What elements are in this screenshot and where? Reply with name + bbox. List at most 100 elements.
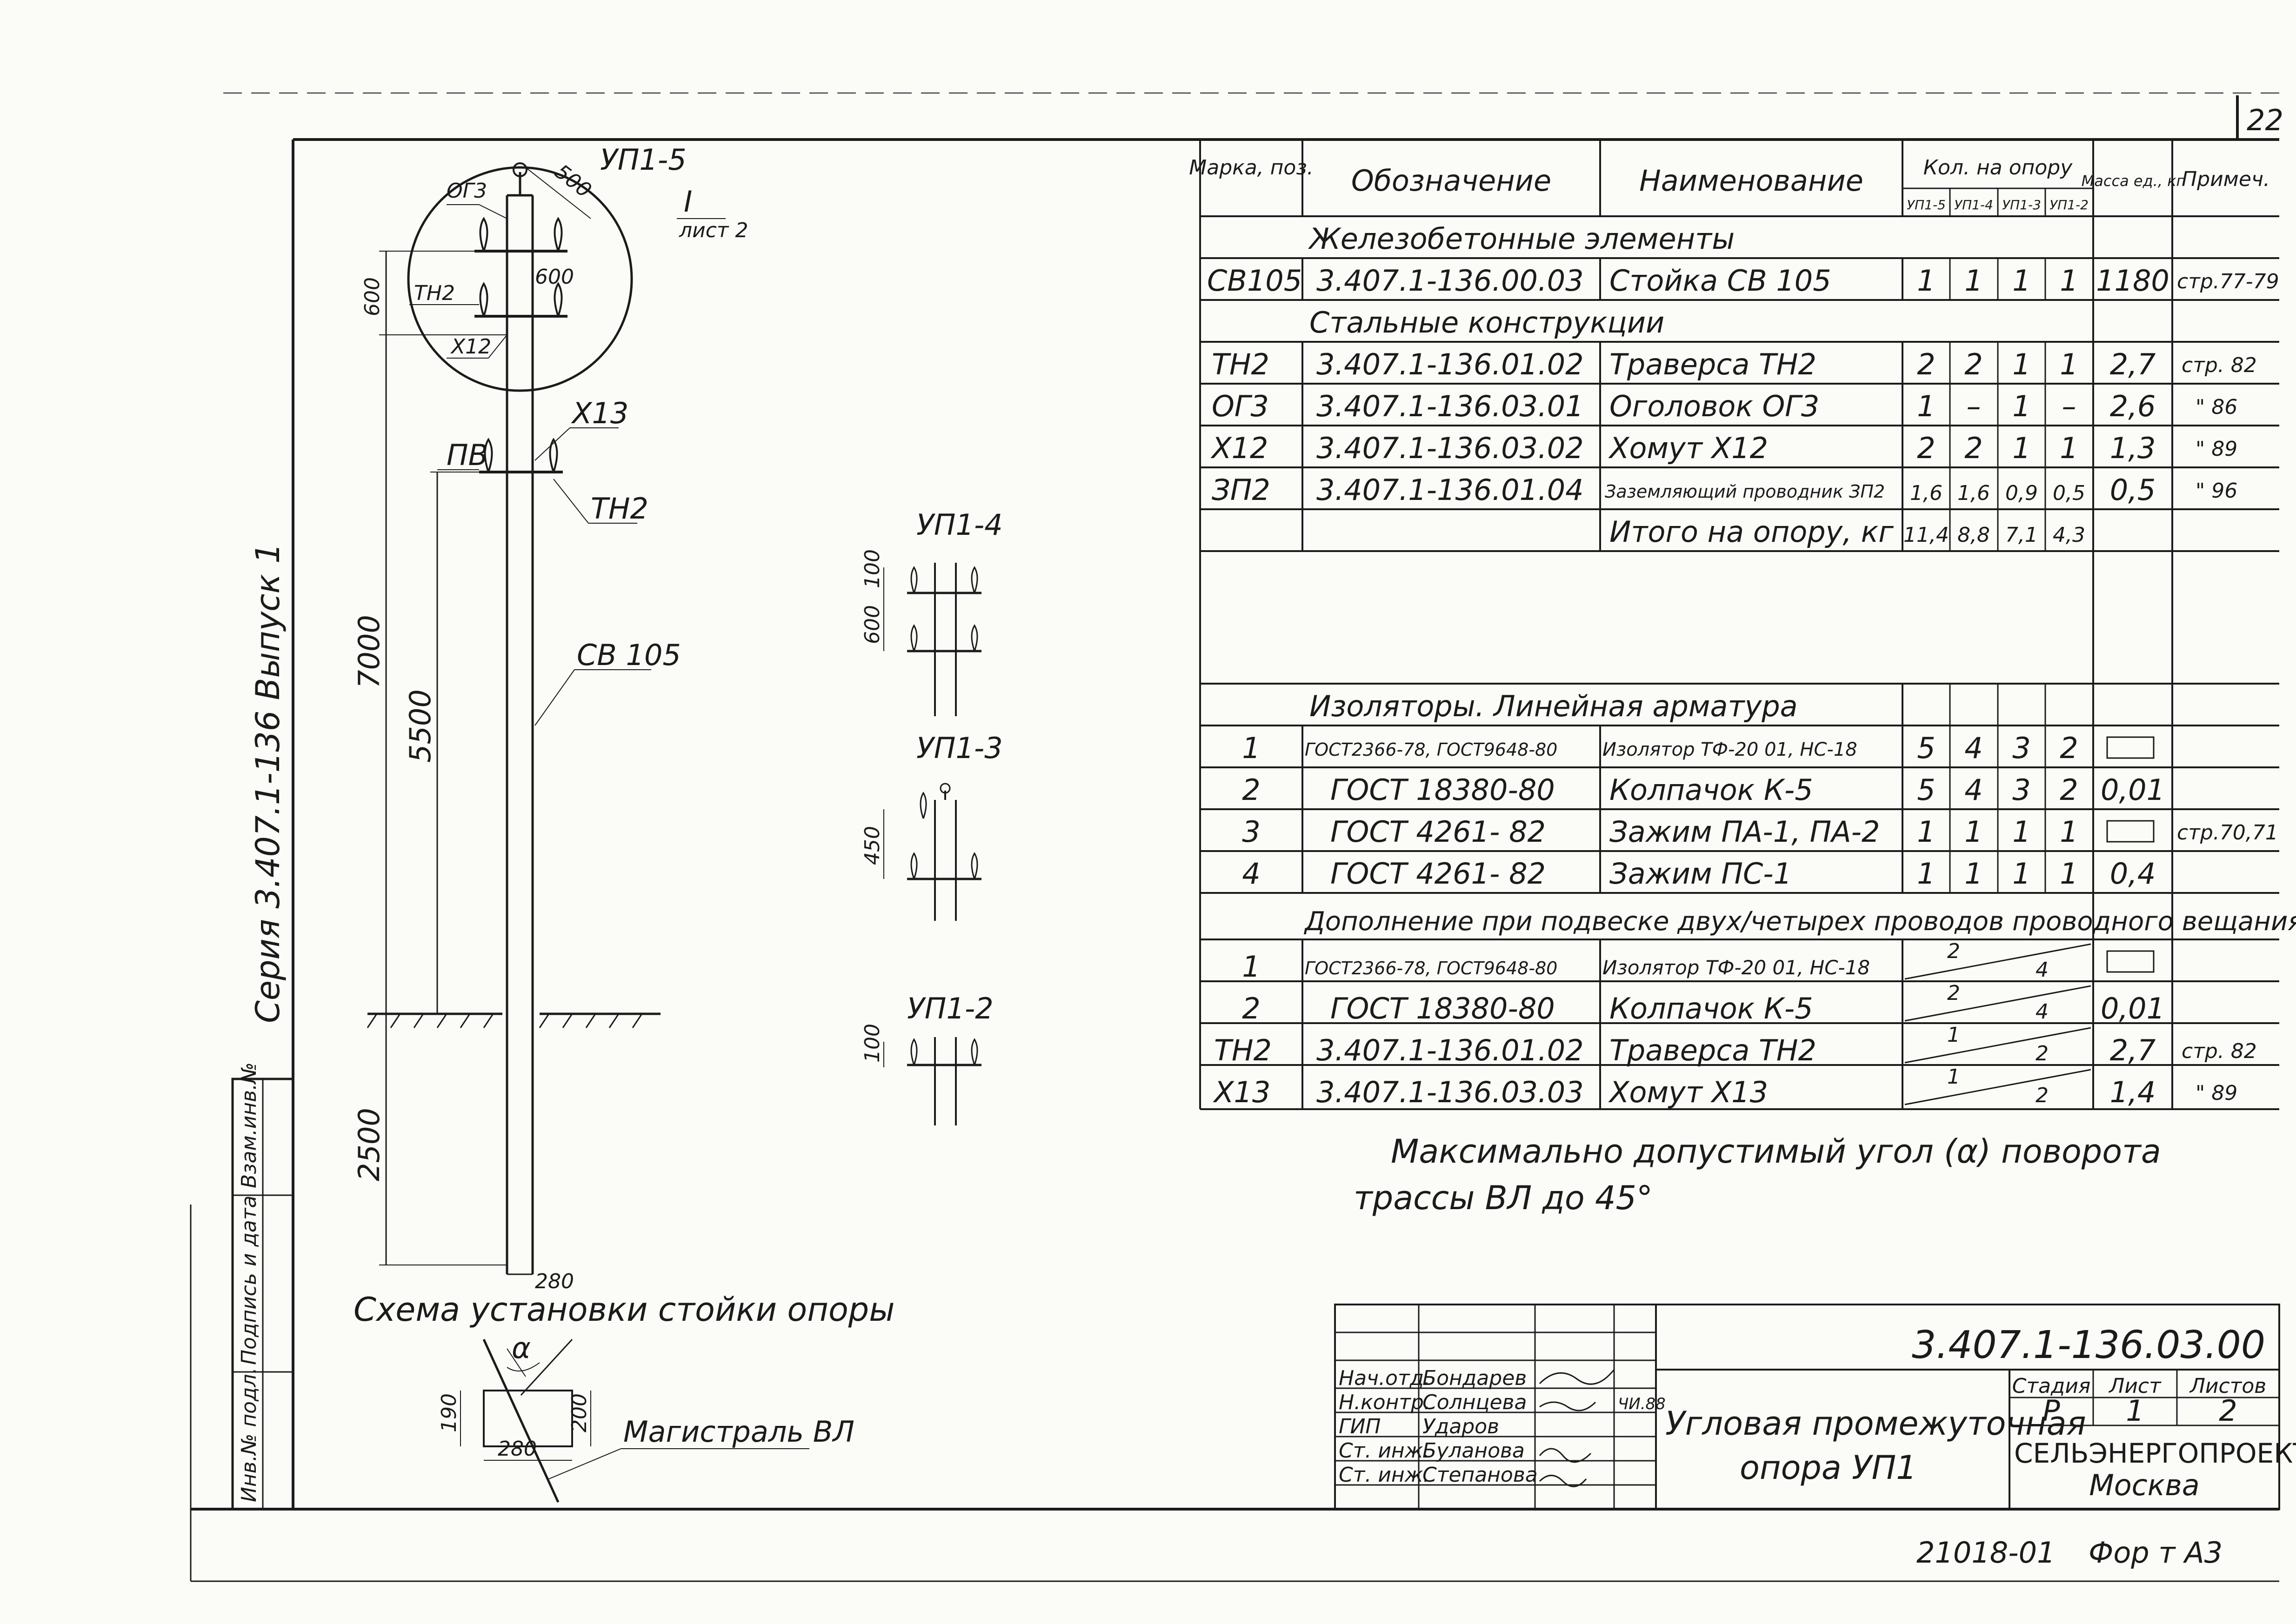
svg-text:2: 2 [1947, 981, 1960, 1005]
signature-marks [1539, 1369, 1615, 1487]
tb-role: Н.контр. [1339, 1391, 1430, 1414]
tb-sheets: 2 [2219, 1394, 2237, 1428]
svg-text:Траверса ТН2: Траверса ТН2 [1609, 1033, 1816, 1067]
svg-text:2: 2 [2060, 731, 2078, 765]
svg-text:3.407.1-136.01.04: 3.407.1-136.01.04 [1316, 473, 1584, 507]
svg-text:2: 2 [1964, 347, 1982, 381]
svg-text:3.407.1-136.01.02: 3.407.1-136.01.02 [1316, 1033, 1584, 1067]
spec-table-grid [1199, 140, 2279, 1110]
svg-text:3.407.1-136.00.03: 3.407.1-136.00.03 [1316, 264, 1584, 298]
svg-text:стр. 82: стр. 82 [2182, 353, 2257, 377]
dim-500: 500 [550, 160, 596, 202]
svg-text:Х13: Х13 [1213, 1075, 1270, 1109]
th-qty-col-1: УП1-5 [1907, 197, 1946, 213]
svg-text:1: 1 [1917, 264, 1935, 298]
svg-text:2: 2 [2060, 773, 2078, 807]
svg-text:1: 1 [1917, 389, 1935, 423]
variant-up1-3-dim-a: 450 [861, 826, 884, 865]
svg-text:3: 3 [2012, 773, 2030, 807]
svg-text:1: 1 [1964, 857, 1982, 891]
dim-190: 190 [437, 1393, 461, 1432]
svg-text:ГОСТ 4261- 82: ГОСТ 4261- 82 [1330, 857, 1546, 891]
svg-text:1,4: 1,4 [2110, 1075, 2156, 1109]
svg-text:1: 1 [1964, 264, 1982, 298]
table-row: Х13 3.407.1-136.03.03 Хомут Х13 1 2 1,4 … [1213, 1065, 2237, 1109]
label-cv105: СВ 105 [577, 638, 681, 672]
svg-text:–: – [1967, 389, 1981, 423]
stamp-inv-no: Инв.№ подл. [237, 1367, 261, 1502]
tb-person: Солнцева [1422, 1391, 1527, 1414]
variant-up1-4-dim-a: 100 [861, 549, 884, 588]
variant-label-up1-4: УП1-4 [916, 508, 1003, 542]
svg-text:4: 4 [2036, 1000, 2049, 1024]
svg-text:2: 2 [1947, 939, 1960, 963]
tb-sheets-label: Листов [2189, 1374, 2266, 1398]
svg-text:1: 1 [2012, 431, 2030, 465]
svg-text:1: 1 [2012, 857, 2030, 891]
svg-text:1: 1 [2012, 264, 2030, 298]
svg-text:4: 4 [1964, 773, 1982, 807]
svg-text:1: 1 [2060, 431, 2078, 465]
svg-text:2: 2 [1242, 992, 1260, 1025]
svg-text:1180: 1180 [2096, 264, 2169, 298]
label-og3: ОГ3 [447, 179, 487, 203]
tb-role: ГИП [1339, 1415, 1381, 1438]
svg-text:Колпачок К-5: Колпачок К-5 [1609, 773, 1813, 807]
svg-text:ГОСТ2366-78, ГОСТ9648-80: ГОСТ2366-78, ГОСТ9648-80 [1305, 958, 1557, 978]
tb-organization: СЕЛЬЭНЕРГОПРОЕКТ [2014, 1438, 2296, 1469]
svg-text:0,5: 0,5 [2053, 481, 2085, 505]
title-code: 3.407.1-136.03.00 [1912, 1323, 2265, 1367]
svg-text:0,4: 0,4 [2110, 857, 2156, 891]
tb-city: Москва [2089, 1468, 2200, 1502]
svg-text:2,7: 2,7 [2110, 347, 2156, 381]
stamp-replacement-inv: Взам.инв.№ [237, 1062, 261, 1188]
title-block: 3.407.1-136.03.00 Нач.отд. Бондарев Н.ко… [1334, 1304, 2296, 1510]
svg-text:1: 1 [2012, 815, 2030, 849]
svg-text:Изолятор ТФ-20 01, НС-18: Изолятор ТФ-20 01, НС-18 [1602, 956, 1870, 979]
svg-text:" 96: " 96 [2196, 479, 2237, 503]
th-mark: Марка, поз. [1189, 156, 1313, 180]
svg-text:стр.77-79: стр.77-79 [2177, 270, 2279, 293]
label-x12: Х12 [450, 335, 491, 359]
svg-text:1: 1 [1947, 1023, 1960, 1047]
th-qty-col-4: УП1-2 [2049, 197, 2089, 213]
svg-text:3.407.1-136.01.02: 3.407.1-136.01.02 [1316, 347, 1584, 381]
dim-280-bottom: 280 [535, 1270, 574, 1293]
label-tn2-mid: ТН2 [591, 492, 648, 526]
footer-number: 21018-01 [1916, 1536, 2056, 1570]
table-row: 1 ГОСТ2366-78, ГОСТ9648-80 Изолятор ТФ-2… [1242, 731, 2078, 765]
svg-text:11,4: 11,4 [1903, 523, 1949, 547]
table-row: 3 ГОСТ 4261- 82 Зажим ПА-1, ПА-2 1 1 1 1… [1242, 815, 2278, 849]
variant-up1-2-dim-a: 100 [861, 1024, 884, 1063]
tb-role: Нач.отд. [1339, 1366, 1430, 1390]
svg-text:Зажим ПА-1, ПА-2: Зажим ПА-1, ПА-2 [1609, 815, 1880, 849]
th-note: Примеч. [2182, 167, 2270, 191]
svg-text:Стойка СВ 105: Стойка СВ 105 [1609, 264, 1831, 298]
tb-date: ЧИ.88 [1618, 1395, 1666, 1413]
svg-text:2: 2 [2036, 1042, 2049, 1065]
svg-text:ГОСТ 18380-80: ГОСТ 18380-80 [1330, 773, 1555, 807]
svg-text:ГОСТ 18380-80: ГОСТ 18380-80 [1330, 992, 1555, 1025]
svg-text:" 89: " 89 [2196, 1081, 2237, 1105]
svg-text:1: 1 [1964, 815, 1982, 849]
svg-text:8,8: 8,8 [1957, 523, 1990, 547]
svg-text:1,6: 1,6 [1957, 481, 1990, 505]
svg-text:ТН2: ТН2 [1214, 1033, 1272, 1067]
svg-text:Хомут Х12: Хомут Х12 [1608, 431, 1768, 465]
svg-text:0,5: 0,5 [2110, 473, 2156, 507]
tb-person: Ударов [1422, 1415, 1499, 1438]
svg-text:0,01: 0,01 [2101, 773, 2165, 807]
svg-text:1: 1 [2060, 857, 2078, 891]
title-line-1: Угловая промежуточная [1665, 1404, 2086, 1443]
svg-text:" 86: " 86 [2196, 395, 2237, 419]
svg-text:2,6: 2,6 [2110, 389, 2156, 423]
table-row: ТН2 3.407.1-136.01.02 Траверса ТН2 1 2 2… [1214, 1023, 2257, 1067]
table-row: ОГ3 3.407.1-136.03.01 Оголовок ОГ3 1 – 1… [1212, 389, 2237, 423]
table-row: 1 ГОСТ2366-78, ГОСТ9648-80 Изолятор ТФ-2… [1242, 939, 2049, 984]
table-row: 4 ГОСТ 4261- 82 Зажим ПС-1 1 1 1 1 0,4 [1242, 857, 2156, 891]
svg-text:1: 1 [2012, 389, 2030, 423]
table-row: Х12 3.407.1-136.03.02 Хомут Х12 2 2 1 1 … [1210, 431, 2237, 465]
title-line-2: опора УП1 [1740, 1449, 1917, 1487]
